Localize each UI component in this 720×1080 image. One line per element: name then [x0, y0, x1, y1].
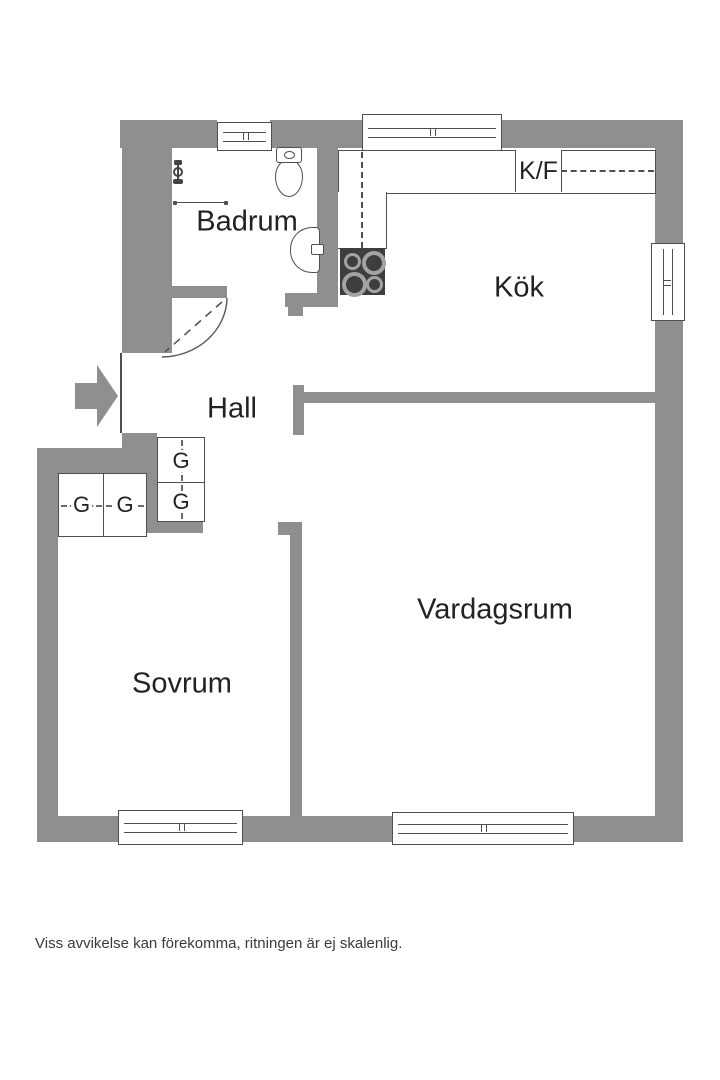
- wall-segment: [655, 120, 683, 245]
- wall-segment: [285, 293, 338, 307]
- closet-box: G: [157, 437, 205, 484]
- closet-label: G: [70, 492, 93, 517]
- wall-segment: [278, 522, 302, 535]
- burner-icon: [344, 253, 361, 270]
- wall-segment: [317, 120, 338, 307]
- wall-segment: [500, 120, 683, 148]
- stove-icon: [340, 248, 386, 297]
- window-badrum: [217, 122, 272, 151]
- burner-icon: [362, 251, 386, 275]
- closet-box: G: [157, 482, 205, 522]
- fridge-freezer-dashed-line: [561, 170, 654, 172]
- wall-segment: [288, 307, 303, 316]
- wall-segment: [302, 392, 657, 403]
- wall-segment: [37, 448, 58, 842]
- burner-icon: [366, 276, 383, 293]
- closet-label: G: [170, 447, 192, 473]
- window-divider: [178, 822, 185, 831]
- wall-segment: [145, 520, 203, 533]
- kitchen-counter: [338, 150, 656, 194]
- closet-box: G: [103, 473, 147, 537]
- window-divider: [430, 128, 436, 136]
- window-pane: [223, 131, 266, 142]
- curtain-end-dot: [173, 201, 177, 205]
- window-bedroom: [118, 810, 243, 845]
- room-label-badrum: Badrum: [196, 205, 298, 238]
- fridge-freezer-label: K/F: [519, 156, 558, 185]
- closet-label: G: [170, 489, 192, 514]
- upper-cabinet-dashed-line: [361, 152, 363, 248]
- room-label-sovrum: Sovrum: [132, 667, 232, 700]
- wall-segment: [293, 385, 304, 435]
- wall-segment: [655, 318, 683, 842]
- entry-threshold-line: [120, 353, 122, 433]
- closet-box: G: [58, 473, 105, 537]
- wall-segment: [290, 522, 302, 818]
- room-label-vardagsrum: Vardagsrum: [417, 593, 573, 626]
- shower-curtain-line: [173, 200, 228, 205]
- room-label-kok: Kök: [494, 271, 544, 304]
- window-kitchen: [362, 114, 502, 152]
- room-label-hall: Hall: [207, 392, 257, 425]
- wall-segment: [572, 816, 683, 842]
- window-kitchen-side: [651, 243, 685, 321]
- burner-icon: [342, 272, 367, 297]
- closet-label: G: [114, 492, 136, 517]
- curtain-rod: [174, 202, 227, 203]
- curtain-end-dot: [224, 201, 228, 205]
- toilet-flush-button: [284, 151, 295, 159]
- window-pane: [124, 822, 237, 833]
- wall-segment: [270, 120, 362, 148]
- window-livingroom: [392, 812, 574, 845]
- sink-tap-icon: [311, 244, 324, 255]
- toilet-bowl: [275, 159, 303, 197]
- wall-segment: [122, 120, 172, 353]
- entrance-arrow-icon: [75, 365, 118, 427]
- window-pane: [368, 128, 496, 138]
- wall-segment: [172, 286, 227, 298]
- fridge-freezer: K/F: [515, 150, 562, 192]
- window-pane: [398, 823, 568, 834]
- toilet-icon: [275, 147, 303, 197]
- wall-segment: [145, 473, 157, 533]
- wall-segment: [241, 816, 392, 842]
- window-pane: [663, 249, 673, 315]
- door-swing-arc: [161, 297, 228, 358]
- window-divider: [663, 280, 671, 286]
- window-divider: [481, 823, 487, 832]
- window-divider: [242, 131, 249, 140]
- shower-icon: [173, 160, 183, 184]
- disclaimer-text: Viss avvikelse kan förekomma, ritningen …: [35, 935, 403, 952]
